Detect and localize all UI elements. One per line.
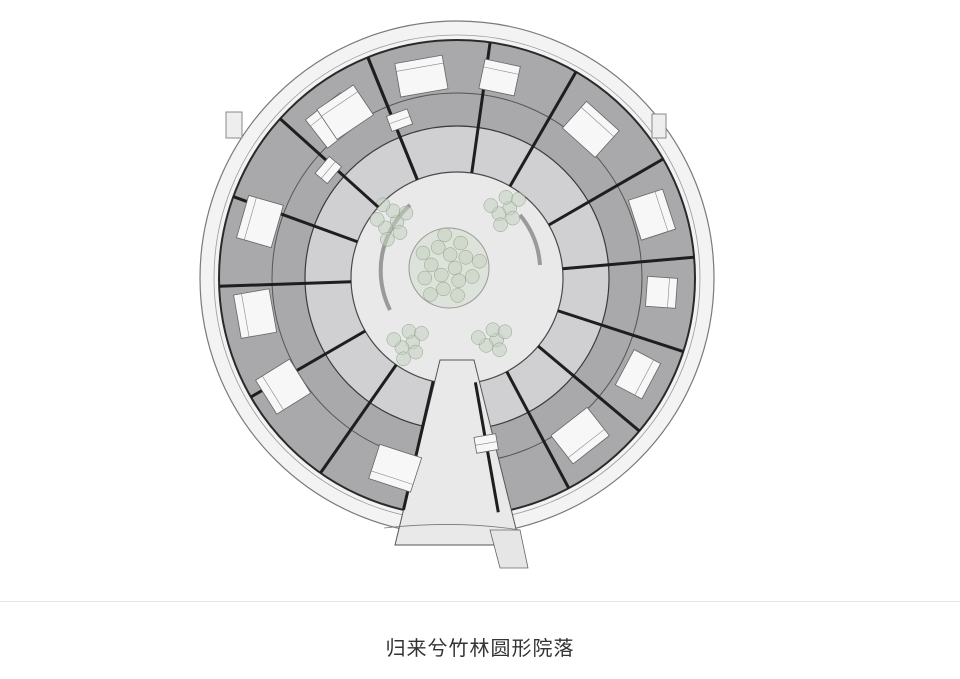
tree-icon (505, 210, 520, 226)
tree-group (369, 190, 526, 367)
bed-icon-body (627, 188, 677, 241)
tree-icon (375, 197, 391, 213)
furniture-group (233, 54, 678, 493)
dining-table-icon-body (645, 275, 678, 309)
tree-icon (493, 217, 508, 233)
bathtub-icon (385, 108, 414, 132)
bed-icon (561, 100, 620, 159)
bed-icon-detail (580, 106, 615, 137)
plan-caption: 归来兮竹林圆形院落 (385, 636, 575, 660)
tree-icon (380, 232, 395, 247)
tree-icon (485, 322, 501, 337)
tree-icon (483, 198, 499, 213)
radial-wall (557, 309, 686, 354)
bathtub-icon-detail (389, 116, 410, 125)
tree-icon (498, 190, 514, 205)
tree-icon (386, 332, 402, 347)
tree-icon (392, 225, 408, 240)
tree-icon (471, 330, 486, 345)
sofa-icon-body (233, 288, 278, 339)
dining-table-icon-detail (667, 277, 670, 308)
tree-icon (423, 257, 439, 273)
bed-icon (236, 194, 284, 249)
tree-icon (497, 324, 513, 340)
bed-icon-body (561, 100, 620, 159)
radial-wall (537, 344, 642, 434)
floor-plan (199, 20, 715, 569)
tree-icon (458, 250, 474, 265)
tree-icon (417, 270, 433, 286)
sofa-icon (614, 348, 662, 400)
entrance-walk (489, 529, 529, 569)
radial-wall (562, 255, 695, 271)
tree-icon (436, 281, 451, 297)
courtyard-curved-wall-east (518, 213, 542, 266)
tree-icon (472, 253, 487, 269)
bed-icon-detail (567, 429, 605, 458)
tree-icon (415, 245, 431, 261)
radial-wall (505, 370, 571, 491)
tree-icon (431, 240, 446, 255)
bed-icon-body (368, 443, 423, 493)
tree-icon (447, 260, 463, 276)
circular-courtyard-plan (199, 20, 715, 569)
tree-icon (511, 192, 526, 207)
tree-icon (423, 287, 438, 302)
tree-icon (408, 344, 423, 360)
bed-icon-detail (243, 197, 257, 240)
bathtub-icon (314, 155, 343, 185)
tree-icon (492, 342, 507, 357)
bathtub-icon (473, 433, 499, 454)
tree-icon (442, 247, 458, 262)
dining-table-icon-detail (262, 375, 284, 411)
sofa-icon-body (394, 54, 449, 98)
radial-wall (318, 363, 398, 476)
bed-icon (627, 188, 677, 241)
sofa-icon-body (614, 348, 662, 400)
bed-icon-detail (371, 470, 414, 485)
radial-wall (548, 156, 666, 227)
tree-icon (414, 326, 429, 341)
tree-icon (451, 273, 466, 288)
tree-icon (437, 227, 452, 243)
tree-icon (398, 205, 414, 221)
bed-icon-body (316, 84, 375, 140)
dining-table-icon (645, 275, 678, 309)
tree-icon (396, 351, 411, 367)
east-balcony (651, 113, 667, 139)
sofa-icon (394, 54, 449, 98)
tree-icon (450, 288, 465, 303)
tree-icon (434, 267, 449, 283)
sofa-icon-detail (396, 62, 444, 72)
radial-wall (219, 280, 352, 288)
sofa-icon-detail (634, 359, 654, 396)
bathtub-icon-detail (321, 161, 336, 179)
radial-wall (508, 69, 579, 187)
caption-divider (0, 601, 960, 602)
bed-icon-body (236, 194, 284, 249)
bed-icon (368, 443, 423, 493)
sofa-icon (233, 288, 278, 339)
tree-icon (465, 269, 480, 284)
sofa-icon-detail (241, 293, 250, 338)
tree-icon (453, 235, 468, 251)
bed-icon-detail (654, 191, 669, 232)
bed-icon-detail (321, 91, 358, 117)
bed-icon (316, 84, 375, 140)
tree-icon (369, 212, 385, 227)
bed-icon-body (550, 406, 610, 465)
entrance-arc (383, 524, 521, 531)
bed-icon (550, 406, 610, 465)
bathtub-icon-detail (475, 441, 498, 446)
west-balcony (225, 111, 243, 139)
dining-table-icon-detail (483, 66, 519, 75)
dining-table-icon (478, 58, 521, 97)
dining-table-icon (255, 358, 312, 415)
tree-icon (401, 324, 417, 339)
dining-table-icon-body (255, 358, 312, 415)
